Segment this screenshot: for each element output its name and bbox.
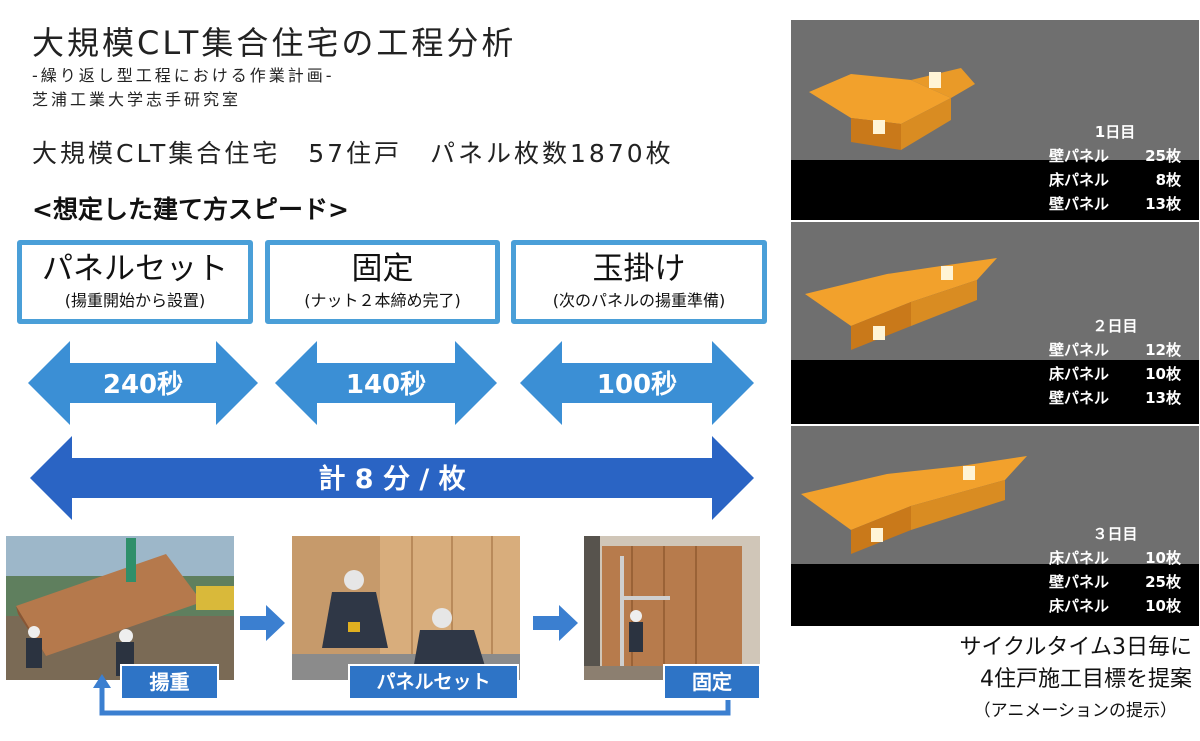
building-model — [809, 68, 975, 150]
stage-slinging: 玉掛け (次のパネルの揚重準備) — [511, 240, 767, 324]
photo-label-lifting: 揚重 — [120, 664, 219, 700]
stage-description: (揚重開始から設置) — [64, 291, 206, 310]
cycle-back-arrow — [99, 684, 731, 716]
photo-fixing — [584, 536, 760, 680]
building-model — [801, 456, 1027, 554]
day-label: ３日目 — [1092, 525, 1138, 543]
speed-heading: <想定した建て方スピード> — [32, 195, 349, 224]
info-band — [791, 160, 1199, 220]
proposal-caption-note: （アニメーションの提示） — [973, 701, 1177, 721]
stage-description: (ナット２本締め完了) — [304, 291, 461, 310]
photo-label-panel-set: パネルセット — [348, 664, 519, 700]
proposal-caption-line2: 4住戸施工目標を提案 — [980, 667, 1192, 692]
stage-description: (次のパネルの揚重準備) — [552, 291, 726, 310]
total-label: 計 8 分 / 枚 — [318, 463, 465, 495]
lab-name: 芝浦工業大学志手研究室 — [32, 90, 242, 109]
stage-title: パネルセット — [42, 251, 228, 287]
next-arrow-2 — [533, 605, 578, 641]
duration-arrow-1 — [28, 341, 258, 425]
day-label: ２日目 — [1092, 317, 1138, 335]
page-subtitle: -繰り返し型工程における作業計画- — [32, 66, 335, 85]
stage-fix: 固定 (ナット２本締め完了) — [265, 240, 500, 324]
duration-arrow-2 — [275, 341, 497, 425]
stage-title: 玉掛け — [592, 251, 686, 287]
duration-label-3: 100秒 — [597, 370, 677, 400]
flow-arrows — [93, 605, 731, 716]
stage-panel-set: パネルセット (揚重開始から設置) — [17, 240, 253, 324]
duration-label-2: 140秒 — [346, 370, 426, 400]
total-arrow — [30, 436, 754, 520]
photo-label-fixing: 固定 — [663, 664, 761, 700]
proposal-caption-line1: サイクルタイム3日毎に — [959, 635, 1192, 660]
stage-title: 固定 — [351, 251, 414, 287]
project-summary: 大規模CLT集合住宅 57住戸 パネル枚数1870枚 — [32, 139, 674, 168]
building-model — [805, 258, 997, 350]
duration-arrow-3 — [520, 341, 754, 425]
time-arrows: 240秒 140秒 100秒 計 8 分 / 枚 — [28, 341, 754, 520]
info-band — [791, 360, 1199, 424]
next-arrow-1 — [240, 605, 285, 641]
day-label: 1日目 — [1094, 123, 1136, 141]
info-band — [791, 564, 1199, 626]
page-title: 大規模CLT集合住宅の工程分析 — [32, 24, 517, 62]
duration-label-1: 240秒 — [103, 370, 183, 400]
